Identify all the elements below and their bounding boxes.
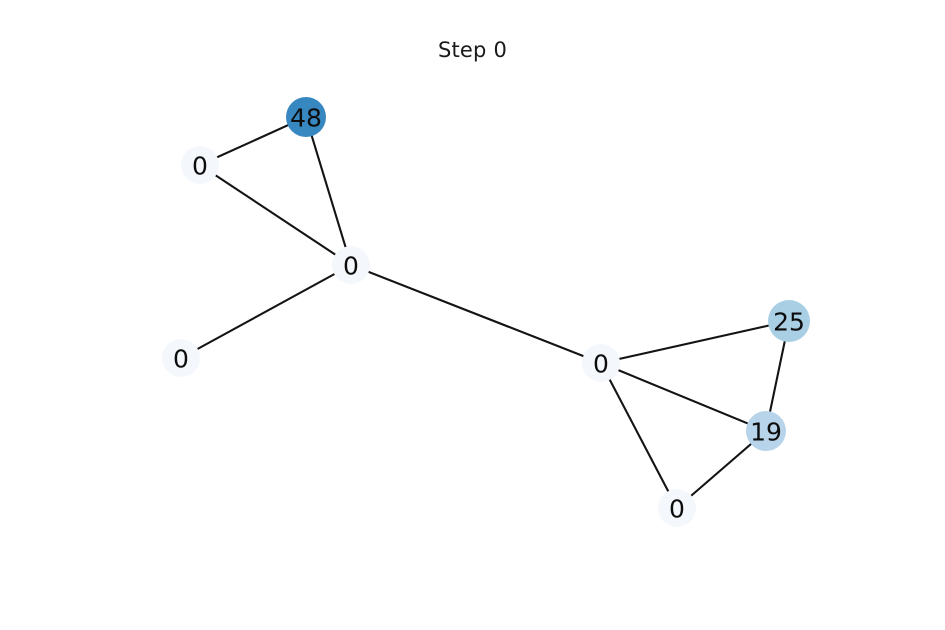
- graph-node-circle[interactable]: [768, 300, 810, 342]
- graph-node[interactable]: 19: [746, 411, 786, 451]
- page-title: Step 0: [437, 38, 508, 62]
- graph-edge: [198, 163, 353, 267]
- graph-edge: [179, 263, 353, 360]
- graph-node-label: 0: [593, 350, 609, 379]
- graph-node-circle[interactable]: [286, 97, 326, 137]
- graph-node-circle[interactable]: [582, 344, 620, 382]
- graph-node[interactable]: 0: [582, 344, 620, 382]
- graph-node-label: 48: [290, 104, 322, 133]
- graph-edge: [349, 263, 603, 365]
- graph-node[interactable]: 0: [181, 146, 219, 184]
- graph-node-circle[interactable]: [658, 489, 696, 527]
- graph-node-label: 0: [669, 495, 685, 524]
- graph-node-circle[interactable]: [181, 146, 219, 184]
- graph-node-circle[interactable]: [332, 246, 370, 284]
- graph-node-circle[interactable]: [746, 411, 786, 451]
- graph-node[interactable]: 0: [332, 246, 370, 284]
- graph-node-label: 0: [192, 152, 208, 181]
- graph-node-circle[interactable]: [162, 339, 200, 377]
- nodes-layer: 0 48 0 0 0 25 19 0: [162, 97, 810, 527]
- graph-edge: [304, 115, 353, 267]
- edges-layer: [179, 115, 791, 510]
- graph-node[interactable]: 0: [658, 489, 696, 527]
- graph-node[interactable]: 0: [162, 339, 200, 377]
- graph-edge: [599, 361, 679, 510]
- graph-edge: [599, 319, 791, 365]
- graph-node-label: 19: [750, 418, 782, 447]
- graph-node-label: 0: [343, 252, 359, 281]
- graph-node[interactable]: 25: [768, 300, 810, 342]
- graph-node-label: 25: [773, 308, 805, 337]
- graph-node[interactable]: 48: [286, 97, 326, 137]
- graph-edge: [599, 361, 768, 433]
- graph-node-label: 0: [173, 345, 189, 374]
